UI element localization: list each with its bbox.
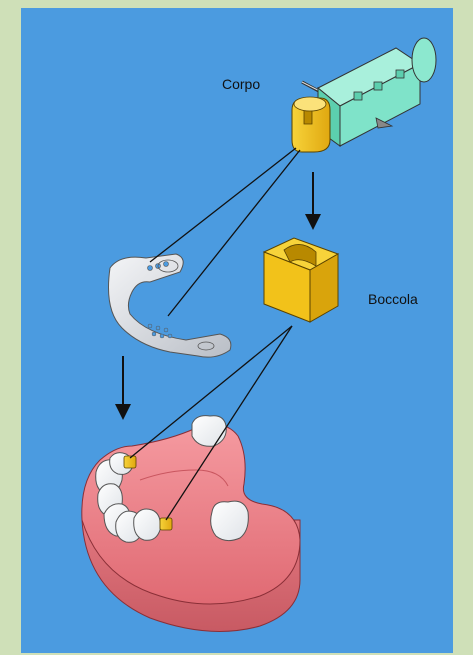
molar-lower	[211, 501, 249, 540]
corpo-label: Corpo	[222, 76, 260, 92]
corpo-connector	[292, 38, 436, 152]
boccola-label: Boccola	[368, 291, 418, 307]
denture-framework	[109, 254, 231, 357]
boccola-sleeve	[264, 238, 338, 322]
molar-upper	[192, 416, 226, 447]
